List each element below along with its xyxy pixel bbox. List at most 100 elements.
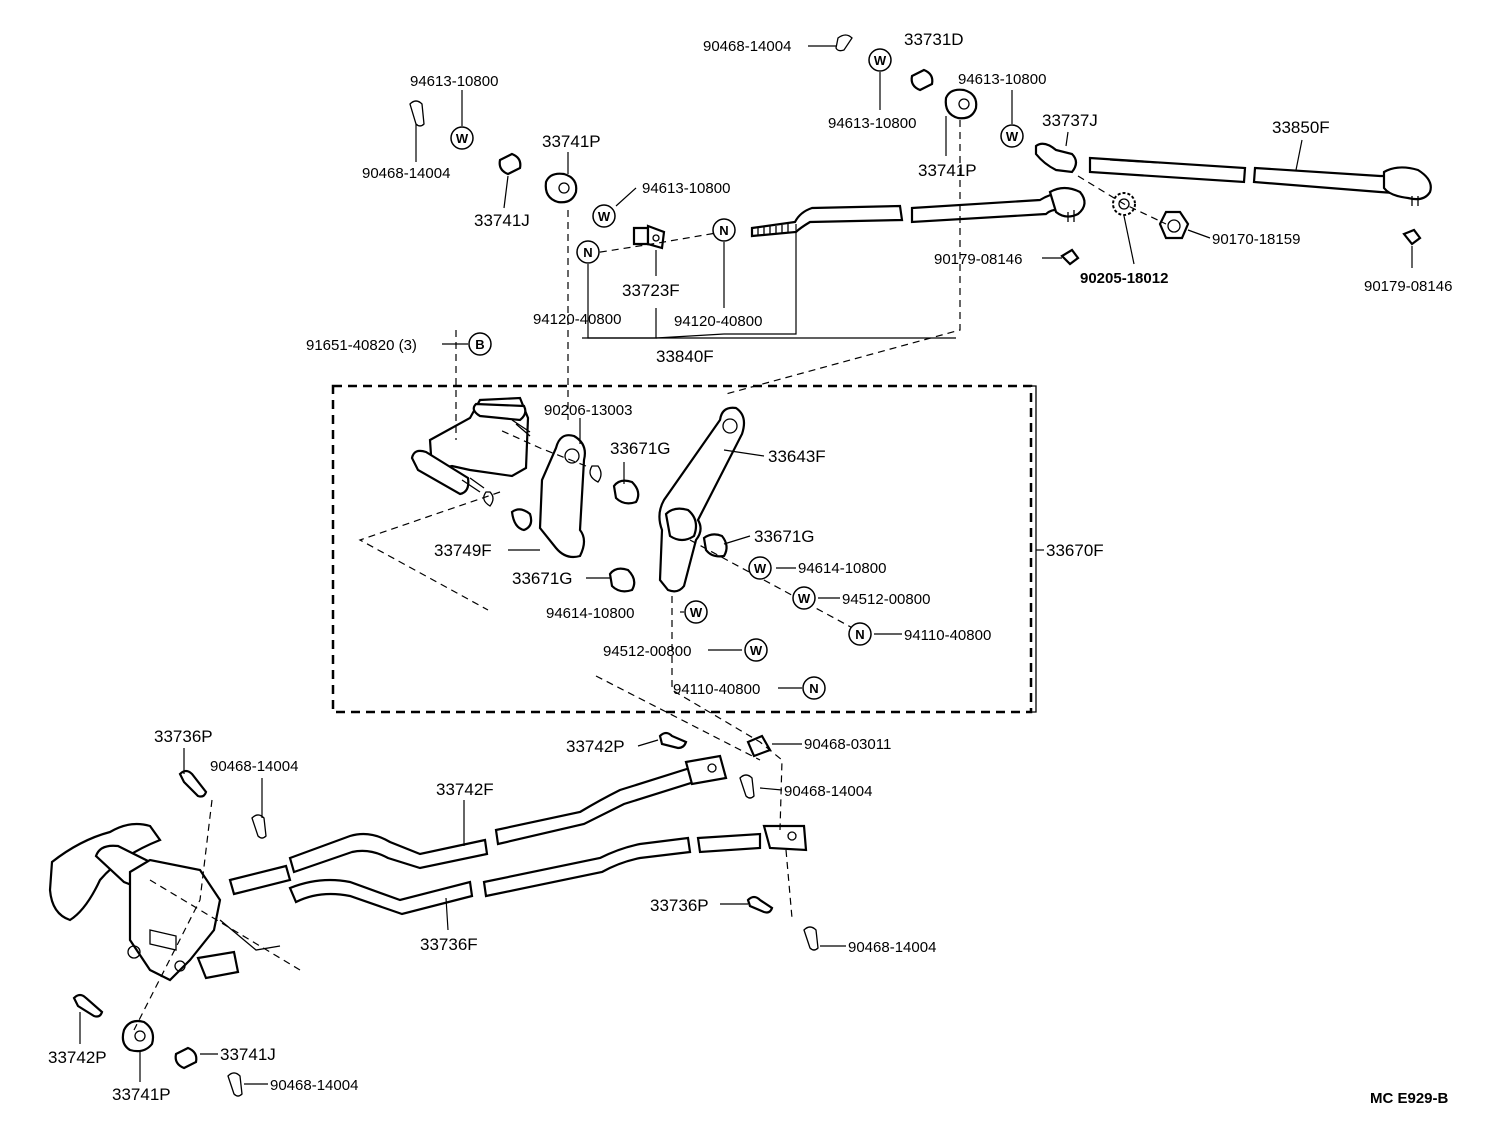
nut-icon: N [712,218,736,242]
part-label: 33741P [542,132,601,151]
part-label: 33671G [754,527,815,546]
part-label: 90468-03011 [804,736,891,753]
figure-ref-code: MC E929-B [1370,1090,1449,1107]
part-label: 94613-10800 [958,71,1046,88]
part-labels: 90468-14004 33731D 94613-10800 94613-108… [48,30,1452,1107]
svg-text:B: B [475,337,484,352]
shift-rod-33850f [1088,156,1432,206]
part-label: 33840F [656,347,714,366]
lever-33749f [510,434,586,559]
part-label: 90468-14004 [270,1077,358,1094]
part-label: 90468-14004 [848,939,936,956]
part-label: 90468-14004 [784,783,872,800]
part-label: 33736P [650,896,709,915]
part-label: 33749F [434,541,492,560]
assembly-33670f-box [331,384,1033,714]
lever-33643f [658,406,746,593]
bushing-33741j-upper [498,152,522,176]
washer-icon: W [744,638,768,662]
nut-90179-08146 [1060,228,1422,266]
nut-icon: N [802,676,826,700]
washer-icon: W [592,204,616,228]
svg-text:W: W [750,643,763,658]
svg-text:W: W [798,591,811,606]
shift-rod-33736f [228,824,808,916]
part-label: 94512-00800 [603,643,691,660]
part-label: 90468-14004 [703,38,791,55]
part-label: 33737J [1042,111,1098,130]
washer-symbols: W W W W W W W W [450,48,1024,662]
part-label: 94110-40800 [673,681,760,698]
part-label: 33850F [1272,118,1330,137]
bolt-icon: B [468,332,492,356]
part-label: 33742F [436,780,494,799]
part-label: 33643F [768,447,826,466]
part-label: 90468-14004 [210,758,298,775]
svg-text:W: W [598,209,611,224]
leader-lines [79,45,1413,1085]
part-label: 90205-18012 [1080,270,1168,287]
part-label: 94614-10800 [798,560,886,577]
part-label: 94120-40800 [533,311,621,328]
part-label: 91651-40820 (3) [306,337,417,354]
part-label: 94512-00800 [842,591,930,608]
bolt-symbols: B [468,332,492,356]
part-label: 33731D [904,30,964,49]
washer-icon: W [792,586,816,610]
part-label: 33741P [918,161,977,180]
washer-icon: W [1000,124,1024,148]
pin-90468-14004-upper [409,34,853,127]
svg-text:N: N [809,681,818,696]
bushings-lower [121,1019,198,1070]
bushing-33731d [910,68,934,92]
part-label: 33736P [154,727,213,746]
part-label: 94614-10800 [546,605,634,622]
part-label: 33741J [220,1045,276,1064]
part-label: 90179-08146 [1364,278,1452,295]
part-label: 33741P [112,1085,171,1104]
part-label: 90206-13003 [544,402,632,419]
nut-icon: N [848,622,872,646]
svg-text:W: W [1006,129,1019,144]
pins-lower [227,774,819,1097]
nut-symbols: N N N N [576,218,872,700]
bushings-33671g [608,479,728,593]
part-label: 33723F [622,281,680,300]
part-label: 33742P [48,1048,107,1067]
part-label: 90179-08146 [934,251,1022,268]
washer-icon: W [450,126,474,150]
shift-rod-33742f [288,754,728,874]
washer-icon: W [868,48,892,72]
part-label: 33741J [474,211,530,230]
svg-text:W: W [874,53,887,68]
part-label: 94613-10800 [828,115,916,132]
bolts-33742p [72,731,688,1018]
shift-lever-housing [48,822,281,982]
svg-text:N: N [719,223,728,238]
bracket-left [410,396,531,496]
part-label: 33671G [512,569,573,588]
clip-90468-03011 [746,734,772,758]
svg-text:W: W [754,561,767,576]
svg-text:N: N [855,627,864,642]
part-label: 33670F [1046,541,1104,560]
part-label: 90170-18159 [1212,231,1300,248]
shift-rod-33840f [750,186,1086,238]
part-label: 90468-14004 [362,165,450,182]
part-label: 94120-40800 [674,313,762,330]
pivot-33723f [632,224,666,250]
nut-icon: N [576,240,600,264]
washer-icon: W [748,556,772,580]
ball-joint-33737j [1034,142,1078,174]
svg-text:N: N [583,245,592,260]
svg-text:W: W [690,605,703,620]
svg-text:W: W [456,131,469,146]
washer-icon: W [684,600,708,624]
part-label: 94613-10800 [410,73,498,90]
clips-90206-13003 [483,465,602,507]
nut-90170-18159 [1158,210,1190,240]
part-label: 94613-10800 [642,180,730,197]
bushing-33741p-upper-right [944,88,978,120]
bushing-33741p-upper-left [544,172,578,204]
